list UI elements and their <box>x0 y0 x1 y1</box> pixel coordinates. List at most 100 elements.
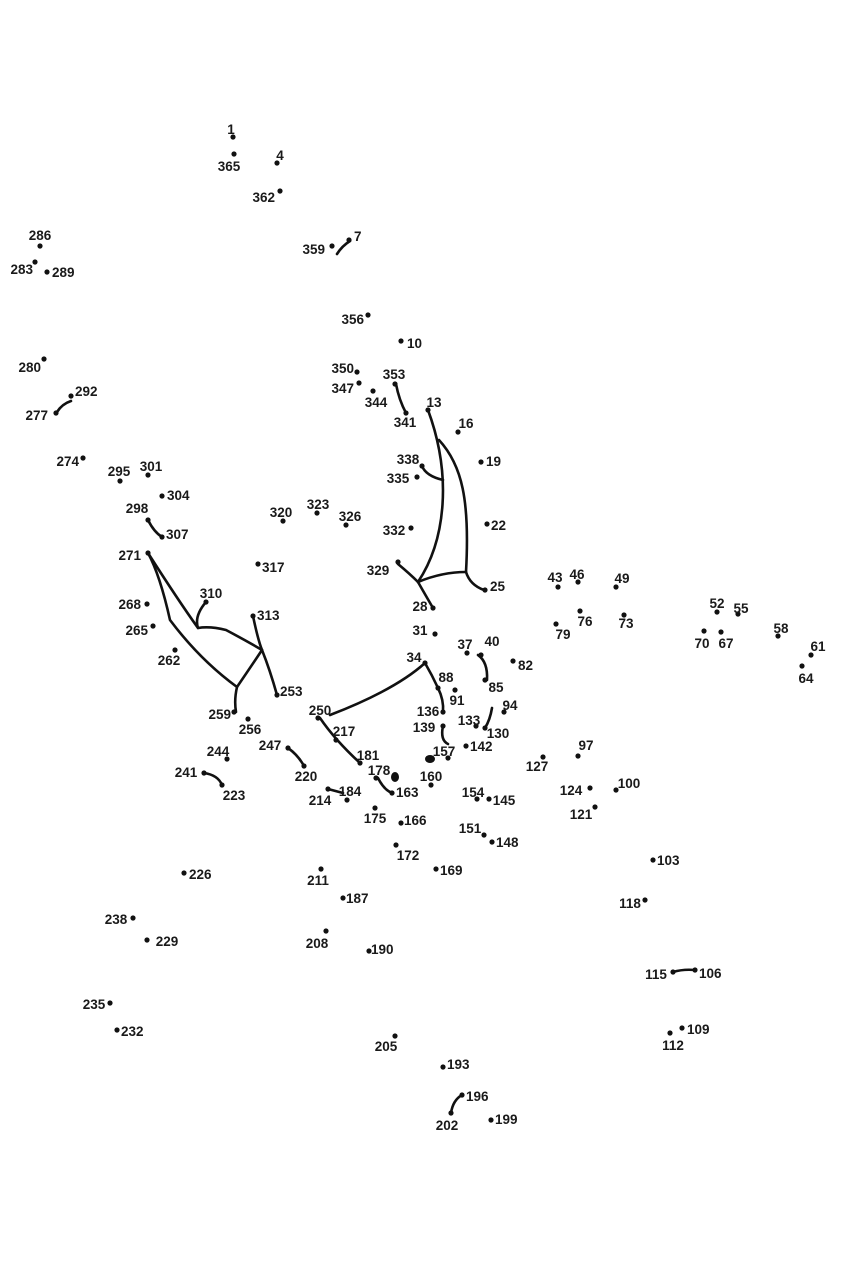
dot-344 <box>370 388 376 394</box>
dot-label-295: 295 <box>108 464 131 479</box>
outline-stroke-34-250 <box>328 661 427 717</box>
dot-130 <box>482 725 488 731</box>
dot-46 <box>575 579 581 585</box>
dot-91 <box>452 687 458 693</box>
outline-blot-157 <box>425 755 435 763</box>
dot-310 <box>203 599 209 605</box>
dot-label-332: 332 <box>383 523 406 538</box>
dot-label-100: 100 <box>618 776 641 791</box>
dot-362 <box>277 188 283 194</box>
dot-label-175: 175 <box>364 811 387 826</box>
dot-label-55: 55 <box>733 601 749 616</box>
dot-118 <box>642 897 648 903</box>
dot-label-46: 46 <box>569 567 585 582</box>
dot-label-320: 320 <box>270 505 293 520</box>
dot-label-244: 244 <box>207 744 230 759</box>
dot-label-139: 139 <box>413 720 436 735</box>
dot-19 <box>478 459 484 465</box>
dot-253 <box>274 692 280 698</box>
dot-202 <box>448 1110 454 1116</box>
dot-307 <box>159 534 165 540</box>
dot-label-338: 338 <box>397 452 420 467</box>
dot-226 <box>181 870 187 876</box>
dot-label-76: 76 <box>577 614 593 629</box>
dot-332 <box>408 525 414 531</box>
dot-label-220: 220 <box>295 769 318 784</box>
dot-label-313: 313 <box>257 608 280 623</box>
dot-label-344: 344 <box>365 395 388 410</box>
dot-label-151: 151 <box>459 821 482 836</box>
dot-127 <box>540 754 546 760</box>
dot-13 <box>425 407 431 413</box>
dot-label-130: 130 <box>487 726 510 741</box>
dot-265 <box>150 623 156 629</box>
dot-label-70: 70 <box>694 636 709 651</box>
dot-335 <box>414 474 420 480</box>
dot-106 <box>692 967 698 973</box>
dot-label-82: 82 <box>518 658 533 673</box>
outline-stroke-259 <box>233 648 264 714</box>
dot-157 <box>445 755 451 761</box>
dot-259 <box>231 709 237 715</box>
dot-label-301: 301 <box>140 459 163 474</box>
dot-76 <box>577 608 583 614</box>
dot-label-341: 341 <box>394 415 417 430</box>
dot-274 <box>80 455 86 461</box>
dot-175 <box>372 805 378 811</box>
dot-73 <box>621 612 627 618</box>
dot-label-103: 103 <box>657 853 680 868</box>
dot-label-283: 283 <box>10 262 33 277</box>
outline-blot-178 <box>391 772 399 782</box>
dot-label-112: 112 <box>662 1038 684 1053</box>
dot-277 <box>53 410 59 416</box>
dot-82 <box>510 658 516 664</box>
outline-stroke-338-335 <box>420 464 445 482</box>
dot-172 <box>393 842 399 848</box>
dot-70 <box>701 628 707 634</box>
dot-label-22: 22 <box>491 518 506 533</box>
pre-drawn-outline <box>55 239 697 1115</box>
dot-label-214: 214 <box>309 793 332 808</box>
dot-145 <box>486 796 492 802</box>
dot-244 <box>224 756 230 762</box>
outline-stroke-37-40 <box>476 653 489 682</box>
dot-67 <box>718 629 724 635</box>
dot-label-13: 13 <box>426 395 442 410</box>
dot-79 <box>553 621 559 627</box>
dot-label-259: 259 <box>208 707 231 722</box>
dot-label-121: 121 <box>570 807 593 822</box>
dot-label-91: 91 <box>449 693 465 708</box>
dot-25 <box>482 587 488 593</box>
dot-label-250: 250 <box>309 703 332 718</box>
dot-label-205: 205 <box>375 1039 398 1054</box>
outline-stroke-sail-left <box>416 408 445 584</box>
dot-label-241: 241 <box>175 765 198 780</box>
dot-181 <box>357 760 363 766</box>
dot-label-79: 79 <box>555 627 570 642</box>
dot-169 <box>433 866 439 872</box>
dot-301 <box>145 472 151 478</box>
dot-label-145: 145 <box>493 793 516 808</box>
dot-268 <box>144 601 150 607</box>
dot-label-310: 310 <box>200 586 223 601</box>
dot-356 <box>365 312 371 318</box>
dot-353 <box>392 381 398 387</box>
dot-label-10: 10 <box>407 336 422 351</box>
dot-16 <box>455 429 461 435</box>
dot-label-133: 133 <box>458 713 481 728</box>
dot-label-274: 274 <box>56 454 79 469</box>
dot-label-196: 196 <box>466 1089 489 1104</box>
dot-label-347: 347 <box>331 381 354 396</box>
dot-34 <box>422 660 428 666</box>
dot-label-223: 223 <box>223 788 246 803</box>
dot-10 <box>398 338 404 344</box>
dot-label-226: 226 <box>189 867 212 882</box>
dot-124 <box>587 785 593 791</box>
dot-label-142: 142 <box>470 739 493 754</box>
dot-label-7: 7 <box>354 229 362 244</box>
dot-label-247: 247 <box>259 738 282 753</box>
dot-205 <box>392 1033 398 1039</box>
dot-31 <box>432 631 438 637</box>
dot-22 <box>484 521 490 527</box>
